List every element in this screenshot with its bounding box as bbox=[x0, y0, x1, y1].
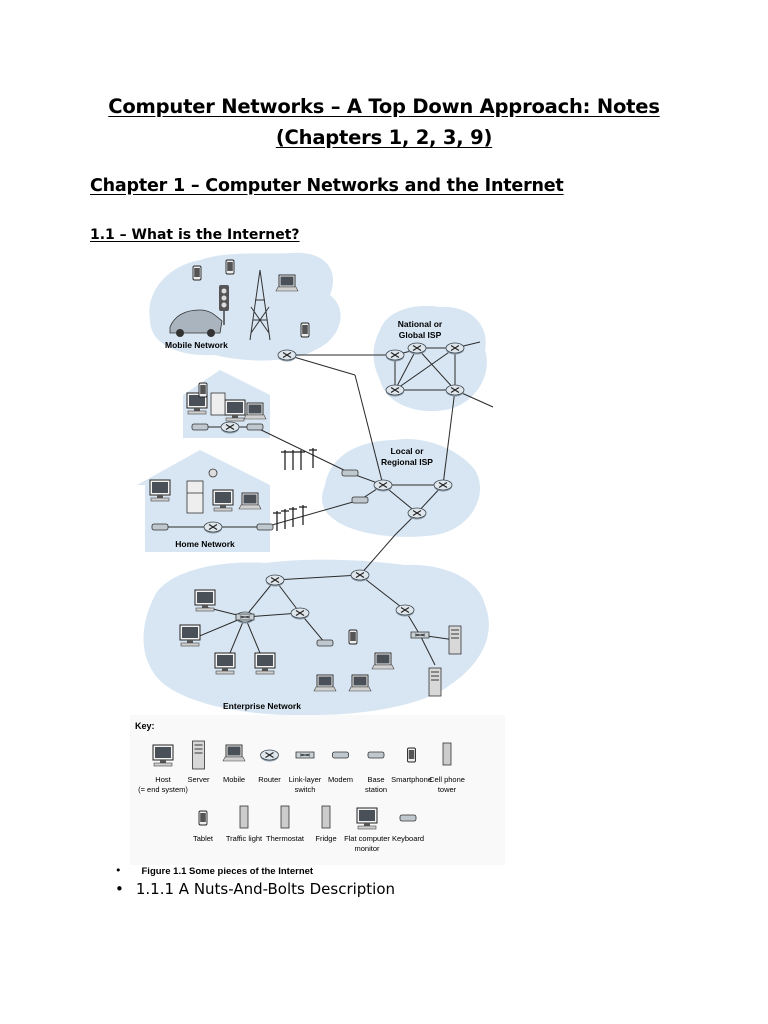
key-item: Fridge bbox=[315, 805, 337, 843]
key-item: Server bbox=[187, 740, 210, 784]
key-item-label: Thermostat bbox=[266, 834, 305, 843]
key-item: Mobile bbox=[222, 744, 246, 784]
chapter-heading: Chapter 1 – Computer Networks and the In… bbox=[90, 176, 564, 196]
enterprise-network-cloud bbox=[143, 559, 489, 716]
key-item-label: Mobile bbox=[223, 775, 245, 784]
key-item-label: Modem bbox=[328, 775, 353, 784]
national-isp-label-1: National or bbox=[398, 319, 443, 329]
key-item-label: Smartphone bbox=[391, 775, 432, 784]
switch-icon bbox=[295, 751, 315, 759]
local-isp-label-1: Local or bbox=[390, 446, 424, 456]
key-item-label: Link-layer bbox=[289, 775, 322, 784]
keyboard-icon bbox=[399, 814, 417, 822]
subsection-bullet: • 1.1.1 A Nuts-And-Bolts Description bbox=[115, 880, 395, 898]
key-item: Host(= end system) bbox=[138, 744, 188, 794]
enterprise-network-label: Enterprise Network bbox=[223, 701, 301, 711]
host-icon bbox=[152, 744, 174, 767]
key-item: Thermostat bbox=[266, 805, 305, 843]
key-item-label: Traffic light bbox=[226, 834, 263, 843]
internet-pieces-figure: Mobile Network National or Global ISP Lo… bbox=[130, 252, 505, 865]
traffic-light-icon bbox=[239, 805, 249, 829]
section-heading: 1.1 – What is the Internet? bbox=[90, 227, 300, 243]
key-item: Traffic light bbox=[226, 805, 263, 843]
subsection-title: 1.1.1 A Nuts-And-Bolts Description bbox=[135, 880, 396, 898]
local-isp-cloud bbox=[322, 439, 481, 537]
home-network-label: Home Network bbox=[175, 539, 235, 549]
figure-caption-bullet: • Figure 1.1 Some pieces of the Internet bbox=[115, 864, 313, 877]
key-item-sublabel: tower bbox=[438, 785, 457, 794]
key-item-label: Fridge bbox=[315, 834, 336, 843]
key-item-label: Flat computer bbox=[344, 834, 390, 843]
tablet-icon bbox=[198, 810, 208, 826]
key-item-label: Base bbox=[367, 775, 384, 784]
mobile-network-label: Mobile Network bbox=[165, 340, 228, 350]
document-title-line2: (Chapters 1, 2, 3, 9) bbox=[275, 126, 493, 149]
key-label: Key: bbox=[135, 721, 155, 731]
key-item-label: Host bbox=[155, 775, 171, 784]
smartphone-icon bbox=[407, 747, 416, 763]
server-icon bbox=[192, 740, 205, 770]
key-item: Modem bbox=[328, 751, 353, 784]
bullet-dot: • bbox=[115, 880, 124, 898]
modem-icon bbox=[332, 751, 349, 759]
key-item: Smartphone bbox=[391, 747, 432, 784]
fridge-icon bbox=[186, 480, 204, 514]
key-item-label: Server bbox=[187, 775, 210, 784]
cell-tower-icon bbox=[442, 742, 452, 766]
key-item-label: Cell phone bbox=[429, 775, 465, 784]
fridge-icon bbox=[321, 805, 331, 829]
thermostat-icon bbox=[280, 805, 290, 829]
key-item: Router bbox=[258, 749, 281, 784]
thermostat-icon bbox=[208, 468, 218, 478]
base-station-icon bbox=[367, 751, 385, 759]
key-row-1: Host(= end system)Server Mobile Router Link… bbox=[138, 740, 465, 794]
key-item-label: Keyboard bbox=[392, 834, 424, 843]
national-isp-label-2: Global ISP bbox=[399, 330, 442, 340]
key-item-sublabel: station bbox=[365, 785, 387, 794]
bullet-dot: • bbox=[115, 864, 122, 877]
document-title-line1: Computer Networks – A Top Down Approach:… bbox=[108, 95, 660, 118]
router-icon bbox=[259, 749, 280, 763]
monitor-icon bbox=[356, 807, 378, 830]
traffic-light-icon bbox=[219, 285, 229, 325]
key-item-label: Router bbox=[258, 775, 281, 784]
key-item-sublabel: monitor bbox=[354, 844, 380, 853]
key-item-label: Tablet bbox=[193, 834, 214, 843]
local-isp-label-2: Regional ISP bbox=[381, 457, 433, 467]
key-item-sublabel: switch bbox=[295, 785, 316, 794]
figure-caption: Figure 1.1 Some pieces of the Internet bbox=[141, 866, 314, 877]
key-item: Tablet bbox=[193, 810, 214, 843]
key-item: Keyboard bbox=[392, 814, 424, 843]
car-icon bbox=[169, 309, 223, 337]
cell-tower-icon bbox=[249, 269, 271, 341]
mobile-icon bbox=[222, 744, 246, 762]
key-item-sublabel: (= end system) bbox=[138, 785, 188, 794]
